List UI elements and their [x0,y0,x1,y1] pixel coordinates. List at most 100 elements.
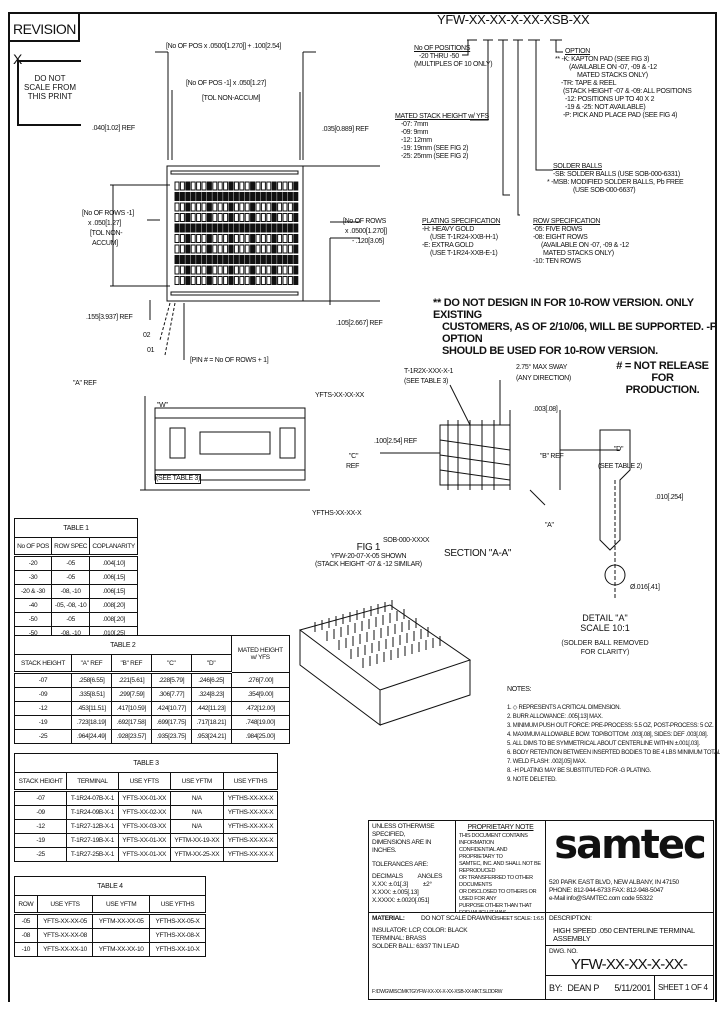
contact-pad [250,276,256,285]
contact-pad [201,276,207,285]
yfths-label: YFTHS-XX-XX-X [312,510,362,517]
dim-rows-left: x .050[1.27] [88,220,121,227]
table-cell: -12 [13,701,73,716]
proprietary-block: PROPRIETARY NOTE THIS DOCUMENT CONTAINS … [455,820,546,913]
proprietary-line: OR DISCLOSED TO OTHERS OR USED FOR ANY [459,889,537,902]
callout-title: SOLDER BALLS [553,163,602,170]
contact-pad [201,255,207,264]
contact-pad [239,213,245,222]
contact-pad [260,223,266,233]
table-cell: -12 [13,819,68,834]
dim-left-ref: .040[1.02] REF [92,125,135,132]
contact-pad [255,255,261,264]
contact-pad [266,265,272,275]
table-cell: -05 [51,570,91,585]
contact-pad [293,213,299,222]
contact-pad [277,276,283,285]
dim-bottom-left: .155[3.937] REF [86,314,133,321]
contact-pad [282,213,288,222]
table-cell: T-1R24-09B-X-1 [66,805,119,820]
description-title: DESCRIPTION: [549,915,592,922]
contact-pad [206,276,212,285]
contact-pad [260,181,266,191]
contact-pad [196,244,202,254]
contact-pad [239,223,245,233]
note-line: # = NOT RELEASE FOR [616,360,709,384]
contact-pad [228,234,234,243]
contact-pad [233,276,239,285]
tb-line: DECIMALS ANGLES [372,873,443,880]
contact-pad [179,244,185,254]
sway-label: 2.75° MAX SWAY [516,364,568,371]
contact-pad [255,276,261,285]
note-item: 6. BODY RETENTION BETWEEN INSERTED BODIE… [507,750,720,756]
contact-pad [223,255,229,264]
dwg-number: YFW-XX-XX-X-XX-XSB-XX [571,956,688,975]
ten-row-warning: ** DO NOT DESIGN IN FOR 10-ROW VERSION. … [433,297,720,357]
contact-pad [255,213,261,222]
contact-pad [271,244,277,254]
callout-line: -19: 19mm (SEE FIG 2) [401,145,469,152]
dim-rows-right: x .0500[1.270]] [345,228,387,235]
contact-pad [201,192,207,201]
contact-pad [190,255,196,264]
contact-pad [287,223,293,233]
caption-row: TABLE 3 [14,753,278,773]
section-title: SECTION "A-A" [444,548,512,559]
contact-pad [190,213,196,222]
dim-d-table: (SEE TABLE 2) [598,463,643,470]
contact-pad [196,234,202,243]
dns-line: THIS PRINT [27,92,73,101]
contact-pad [217,265,223,275]
detail-line: (SOLDER BALL REMOVED [561,640,649,647]
table-cell: .335[8.51] [71,687,112,702]
contact-pad [282,244,288,254]
contact-pad [179,213,185,222]
warning-line: CUSTOMERS, AS OF 2/10/06, WILL BE SUPPOR… [442,321,717,345]
contact-pad [223,213,229,222]
address-line: 520 PARK EAST BLVD, NEW ALBANY, IN 47150 [549,879,679,886]
table-cell: -05 [51,612,91,627]
table-cell: .324[8.23] [190,687,232,702]
contact-pad [185,202,191,212]
callout-line: (STACK HEIGHT -07 & -09: ALL POSITIONS [563,88,692,95]
contact-pad [260,255,266,264]
table-cell: YFTHS-XX-XX-X [222,833,279,848]
note-item: 4. MAXIMUM ALLOWABLE BOW: TOP/BOTTOM: .0… [507,732,708,738]
table-row: -20-05.004[.10] [13,555,138,571]
sheet-scale: SHEET SCALE: 1:6.5 [496,916,544,922]
contact-pad [212,234,218,243]
contact-pad [266,192,272,201]
table-cell: YFTHS-XX-05-X [149,913,206,929]
contact-pad [293,244,299,254]
contact-pad [277,202,283,212]
contact-pad [293,255,299,264]
table-row: -50-05.008[.20] [13,612,138,627]
contact-pad [277,213,283,222]
callout-line: -12: POSITIONS UP TO 40 X 2 [565,96,655,103]
contact-pad [233,265,239,275]
contact-pad [174,213,180,222]
contact-pad [190,234,196,243]
contact-pad [271,255,277,264]
pin-label: [PIN # = No OF ROWS + 1] [190,357,269,364]
fig1-caption: FIG 1 YFW-20-07-X-05 SHOWN (STACK HEIGHT… [315,542,422,569]
contact-pad [260,213,266,222]
tb-line: DIMENSIONS ARE IN INCHES. [372,839,432,854]
contact-pad [293,181,299,191]
table-cell: T-1R24-07B-X-1 [66,790,119,806]
contact-pad [174,181,180,191]
contact-pad [244,276,250,285]
contact-pad [282,276,288,285]
material-line: SOLDER BALL: 63/37 TIN LEAD [372,943,460,950]
yfts-label: YFTS-XX-XX-XX [315,392,364,399]
callout-line: -08: EIGHT ROWS [533,234,588,241]
dim-016: Ø.016[.41] [630,584,660,591]
header-row: STACK HEIGHT"A" REF"B" REF"C""D" [13,654,290,674]
proprietary-line: OR TRANSFERRED TO OTHER DOCUMENTS [459,875,533,888]
callout-line: -H: HEAVY GOLD [422,226,474,233]
column-header: ROW [14,895,38,915]
table-cell: -10 [14,942,38,957]
